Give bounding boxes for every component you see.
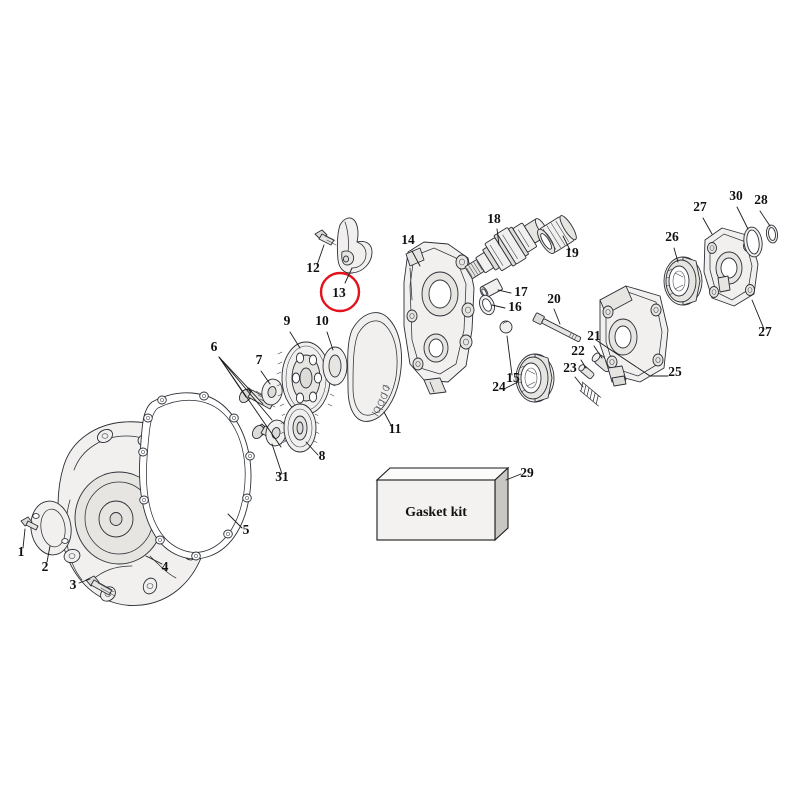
- callout-24: 24: [492, 379, 506, 394]
- part-bolt-oil-pump-long: [532, 312, 582, 342]
- part-cam-support-plate: [403, 241, 475, 395]
- callout-31: 31: [275, 469, 289, 484]
- callout-29: 29: [520, 465, 534, 480]
- callout-19: 19: [565, 245, 579, 260]
- part-o-ring-large: [743, 226, 763, 258]
- callout-10: 10: [315, 313, 329, 328]
- part-oil-pump-assembly: [599, 285, 669, 387]
- callout-3: 3: [70, 577, 77, 592]
- callout-30: 30: [729, 188, 743, 203]
- part-cam-sprocket: [276, 341, 336, 415]
- callout-27-upper: 27: [693, 199, 707, 214]
- callout-18: 18: [487, 211, 501, 226]
- callout-12: 12: [306, 260, 320, 275]
- callout-21: 21: [587, 328, 601, 343]
- part-o-ring-small: [765, 224, 779, 244]
- part-chain-tensioner-shoe: [336, 217, 373, 274]
- leader-lines: [22, 206, 771, 584]
- part-screw-inspection-cover: [20, 516, 39, 531]
- part-bolt-chain-tensioner: [314, 229, 337, 246]
- part-gasket-kit-box: [375, 466, 510, 542]
- callout-28: 28: [754, 192, 768, 207]
- part-woodruff-key: [578, 364, 595, 380]
- callout-14: 14: [401, 232, 415, 247]
- callout-13: 13: [332, 285, 346, 300]
- callout-labels: 1 2 3 4 5 6 7 8 9 10 11 12 13 14 15 16 1…: [18, 188, 772, 592]
- callout-16: 16: [508, 299, 522, 314]
- callout-5: 5: [243, 522, 250, 537]
- part-inspection-cover-plate: [30, 500, 72, 556]
- part-camshaft: [464, 218, 548, 279]
- callout-9: 9: [284, 313, 291, 328]
- part-cam-cover-gasket: [138, 391, 255, 561]
- callout-8: 8: [319, 448, 326, 463]
- gasket-kit-label: Gasket kit: [405, 505, 467, 520]
- callout-1: 1: [18, 544, 25, 559]
- callout-26: 26: [665, 229, 679, 244]
- callout-15: 15: [506, 370, 520, 385]
- callout-17: 17: [514, 284, 528, 299]
- part-check-ball: [499, 320, 513, 334]
- part-o-ring-cam-support: [479, 294, 495, 316]
- callout-22: 22: [571, 343, 585, 358]
- callout-6: 6: [211, 339, 218, 354]
- callout-20: 20: [547, 291, 561, 306]
- part-gerotor-rotor-set-inner: [515, 353, 555, 403]
- callout-2: 2: [42, 559, 49, 574]
- part-bolt-cam-cover: [85, 575, 116, 597]
- part-crank-sprocket: [280, 403, 320, 453]
- part-camshaft-needle-bearing: [537, 215, 577, 255]
- part-pressure-relief-spring: [579, 381, 601, 407]
- part-gerotor-rotor-set-outer: [663, 256, 703, 306]
- callout-23: 23: [563, 360, 577, 375]
- callout-11: 11: [389, 421, 402, 436]
- callout-7: 7: [256, 352, 263, 367]
- part-primary-cam-chain: [347, 312, 402, 422]
- callout-27-lower: 27: [758, 324, 772, 339]
- callout-25: 25: [668, 364, 682, 379]
- highlight-circle-callout-13: [319, 271, 361, 313]
- callout-4: 4: [162, 559, 169, 574]
- part-spacer-washer: [322, 346, 348, 386]
